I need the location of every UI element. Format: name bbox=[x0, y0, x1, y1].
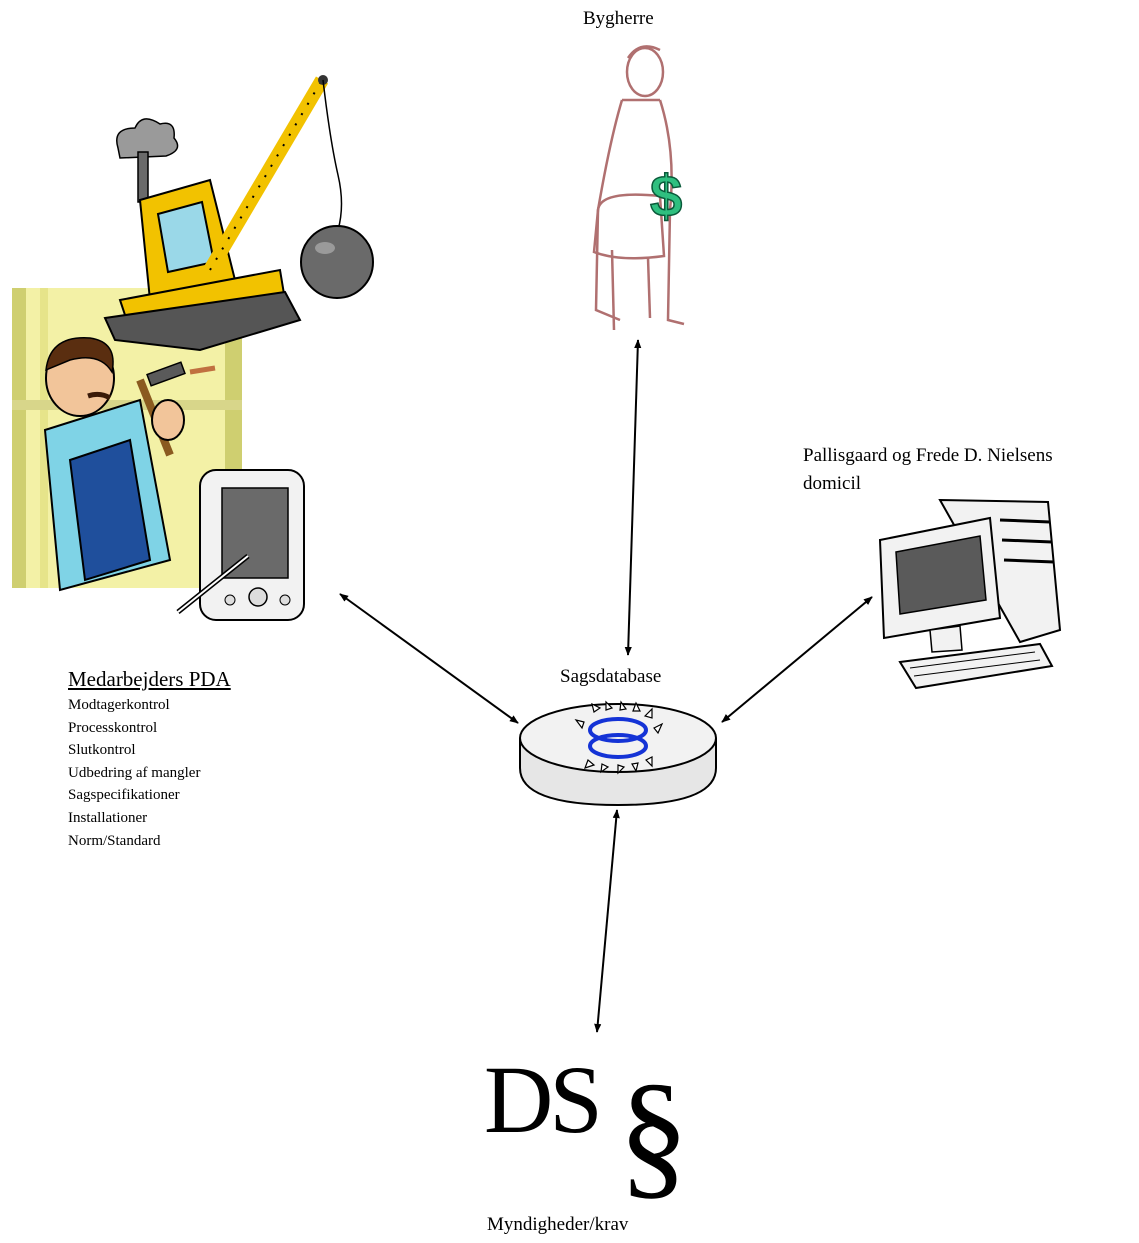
paragraph-icon: § bbox=[618, 1054, 689, 1212]
list-item: Slutkontrol bbox=[68, 742, 136, 759]
pda-title: Medarbejders PDA bbox=[68, 667, 231, 691]
database-label: Sagsdatabase bbox=[560, 666, 662, 687]
dollar-icon: $ bbox=[649, 163, 683, 230]
list-item: Sagspecifikationer bbox=[68, 787, 180, 804]
arrow-authority-database bbox=[598, 808, 617, 833]
bygherre-label: Bygherre bbox=[583, 8, 654, 29]
list-item: Processkontrol bbox=[68, 719, 158, 736]
arrow-bygherre-database bbox=[624, 339, 642, 656]
svg-text:$: $ bbox=[650, 164, 682, 229]
ds-standard-symbol: DS bbox=[484, 1046, 603, 1153]
authority-label: Myndigheder/krav bbox=[487, 1214, 629, 1235]
businessman-icon bbox=[592, 45, 685, 331]
pda-function-list: Modtagerkontrol Processkontrol Slutkontr… bbox=[68, 694, 200, 852]
arrow-pda-database bbox=[339, 593, 519, 724]
list-item: Installationer bbox=[68, 809, 148, 826]
list-item: Norm/Standard bbox=[68, 832, 161, 849]
domicil-label-line2: domicil bbox=[803, 473, 862, 494]
domicil-label-line1: Pallisgaard og Frede D. Nielsens bbox=[803, 445, 1053, 466]
domicil-label: Pallisgaard og Frede D. Nielsens domicil bbox=[803, 442, 1053, 498]
list-item: Modtagerkontrol bbox=[68, 697, 170, 713]
list-item: Udbedring af mangler bbox=[68, 764, 201, 781]
database-icon bbox=[519, 700, 717, 807]
arrow-domicil-database bbox=[721, 596, 873, 723]
pda-icon bbox=[176, 469, 305, 621]
wrecking-crane-icon bbox=[103, 75, 374, 352]
arrow-database-authority bbox=[594, 809, 620, 1033]
desktop-computer-icon bbox=[878, 498, 1062, 690]
